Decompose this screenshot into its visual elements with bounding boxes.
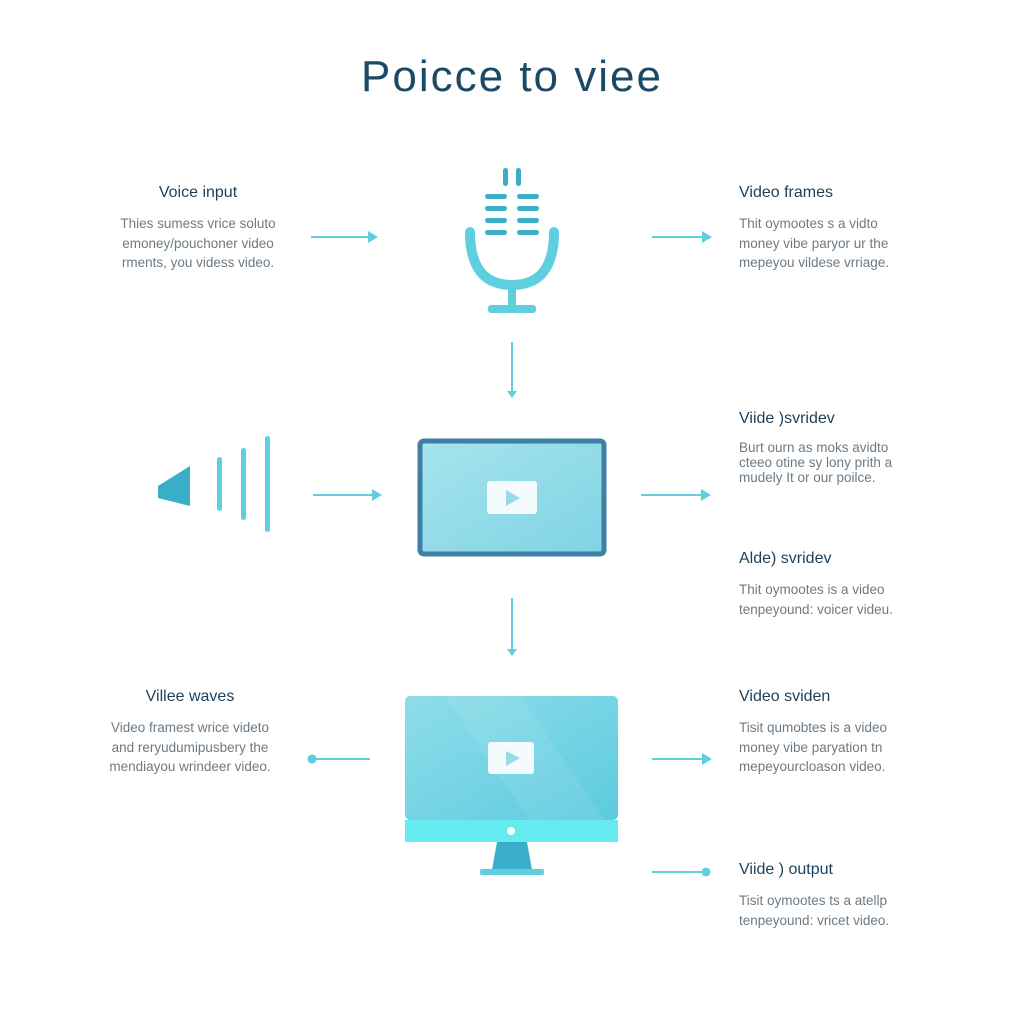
block-heading: Video sviden <box>739 688 831 705</box>
block-line: mepeyou vildese vrriage. <box>739 255 890 270</box>
block-heading: Alde) svridev <box>739 550 832 567</box>
block-line: Thies sumess vrice soluto <box>120 216 276 231</box>
arrow-frame-down <box>507 598 517 656</box>
block-heading: Voice input <box>158 184 238 201</box>
block-line: mudely It or our poilce. <box>739 470 876 485</box>
block-line: mendiayou wrindeer video. <box>109 759 271 774</box>
arrow-mic-to-frames <box>652 231 712 243</box>
block-line: tenpeyound: vricet video. <box>739 912 890 928</box>
block-line: emoney/pouchoner video <box>122 235 274 251</box>
block-line: tenpeyound: voicer videu. <box>739 601 893 617</box>
block-video-sviden: Video sviden Tisit qumobtes is a video m… <box>739 688 939 777</box>
block-vide-svridev: Viide )svridev Burt ourn as moks avidto … <box>739 410 939 485</box>
block-video-frames: Video frames Thit oymootes s a vidto mon… <box>739 184 939 273</box>
block-heading: Video frames <box>739 184 833 201</box>
block-line: Tisit oymootes ts a atellp <box>739 893 888 908</box>
arrow-speaker-to-frame <box>313 489 382 501</box>
arrow-voice-to-mic <box>311 231 378 243</box>
block-vide-output: Viide ) output Tisit oymootes ts a atell… <box>739 861 939 930</box>
video-frame-icon <box>417 438 607 557</box>
block-line: rments, you videss video. <box>121 255 275 270</box>
block-line: money vibe paryation tn <box>739 739 883 755</box>
block-line: Thit oymootes s a vidto <box>739 216 878 231</box>
block-heading: Villee waves <box>145 688 235 705</box>
arrow-mic-down <box>507 342 517 398</box>
block-line: Video framest wrice videto <box>110 720 270 735</box>
speaker-sound-icon <box>158 436 270 532</box>
block-villee-waves: Villee waves Video framest wrice videto … <box>90 688 290 777</box>
arrow-frame-to-right <box>641 489 711 501</box>
block-line: Tisit qumobtes is a video <box>739 720 888 735</box>
microphone-icon <box>465 168 559 313</box>
block-line: cteeo otine sy lony prith a <box>739 455 893 470</box>
block-line: mepeyourcloason video. <box>739 759 886 774</box>
block-line: money vibe paryor ur the <box>739 235 889 251</box>
monitor-icon <box>405 696 618 875</box>
block-heading: Viide ) output <box>739 861 833 878</box>
block-line: and reryudumipusbery the <box>111 739 269 755</box>
arrow-monitor-to-right <box>652 753 712 765</box>
block-alde-svridev: Alde) svridev Thit oymootes is a video t… <box>739 550 939 619</box>
connector-left-to-monitor <box>307 754 370 764</box>
block-heading: Viide )svridev <box>739 410 835 427</box>
block-line: Thit oymootes is a video <box>739 582 885 597</box>
play-icon <box>487 481 537 514</box>
play-icon <box>488 742 534 774</box>
block-voice-input: Voice input Thies sumess vrice soluto em… <box>98 184 298 273</box>
block-line: Burt ourn as moks avidto <box>739 440 889 455</box>
connector-output <box>652 867 711 877</box>
page-title: Poicce to viee <box>361 52 663 101</box>
